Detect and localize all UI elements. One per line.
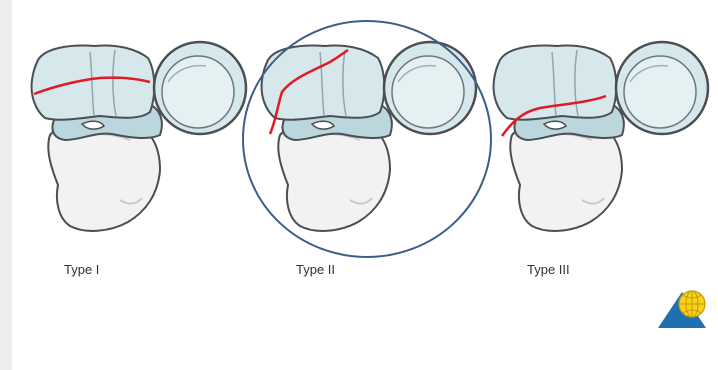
- globe-triangle-logo-icon: [654, 286, 710, 330]
- panel-type-2: [243, 21, 491, 257]
- label-type-2: Type II: [296, 262, 335, 277]
- panel-type-3: [494, 42, 708, 231]
- label-type-1: Type I: [64, 262, 99, 277]
- label-type-3: Type III: [527, 262, 570, 277]
- panel-type-1: [32, 42, 246, 231]
